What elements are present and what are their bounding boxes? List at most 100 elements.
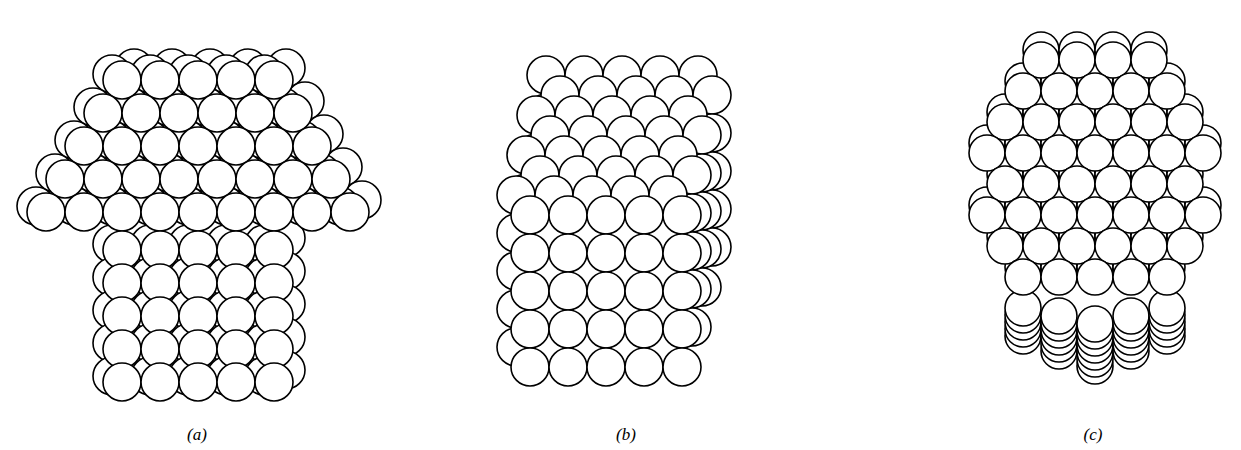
sphere: [1059, 104, 1095, 140]
sphere: [1005, 197, 1041, 233]
sphere: [160, 94, 198, 132]
sphere: [1023, 42, 1059, 78]
sphere: [236, 94, 274, 132]
sphere: [65, 193, 103, 231]
sphere: [103, 193, 141, 231]
sphere: [1077, 73, 1113, 109]
sphere: [1095, 104, 1131, 140]
sphere: [293, 193, 331, 231]
sphere: [1095, 42, 1131, 78]
sphere: [549, 234, 587, 272]
sphere: [969, 197, 1005, 233]
panel-label: (c): [1084, 425, 1103, 445]
sphere: [179, 127, 217, 165]
sphere: [587, 310, 625, 348]
sphere: [625, 348, 663, 386]
sphere: [160, 160, 198, 198]
sphere: [1023, 104, 1059, 140]
sphere: [1131, 228, 1167, 264]
sphere: [122, 94, 160, 132]
sphere: [1113, 298, 1149, 334]
sphere: [217, 193, 255, 231]
sphere: [217, 61, 255, 99]
sphere: [141, 61, 179, 99]
sphere: [1041, 197, 1077, 233]
sphere: [1131, 104, 1167, 140]
sphere: [587, 348, 625, 386]
sphere: [65, 127, 103, 165]
sphere: [217, 363, 255, 401]
sphere: [198, 94, 236, 132]
sphere: [255, 127, 293, 165]
sphere: [1041, 73, 1077, 109]
sphere: [549, 196, 587, 234]
panel-label: (a): [187, 425, 207, 445]
sphere: [663, 234, 701, 272]
sphere: [1167, 104, 1203, 140]
sphere: [27, 193, 65, 231]
sphere: [1005, 73, 1041, 109]
sphere: [179, 193, 217, 231]
sphere: [663, 272, 701, 310]
sphere: [1113, 197, 1149, 233]
sphere: [1113, 135, 1149, 171]
sphere: [274, 94, 312, 132]
sphere: [1131, 166, 1167, 202]
sphere: [987, 104, 1023, 140]
sphere: [1131, 42, 1167, 78]
sphere: [511, 310, 549, 348]
sphere: [1005, 135, 1041, 171]
sphere: [1059, 166, 1095, 202]
sphere: [1185, 135, 1221, 171]
sphere: [587, 272, 625, 310]
sphere: [663, 196, 701, 234]
sphere: [141, 193, 179, 231]
sphere: [663, 310, 701, 348]
sphere: [274, 160, 312, 198]
panel-label: (b): [616, 425, 636, 445]
sphere: [1167, 228, 1203, 264]
sphere: [511, 196, 549, 234]
sphere: [1113, 259, 1149, 295]
sphere: [549, 310, 587, 348]
sphere: [217, 127, 255, 165]
sphere: [1095, 228, 1131, 264]
sphere: [987, 228, 1023, 264]
sphere: [1059, 42, 1095, 78]
sphere: [141, 127, 179, 165]
sphere: [1041, 135, 1077, 171]
sphere: [46, 160, 84, 198]
sphere: [1041, 259, 1077, 295]
sphere: [103, 127, 141, 165]
sphere: [1077, 259, 1113, 295]
sphere: [1095, 166, 1131, 202]
sphere: [549, 348, 587, 386]
sphere: [255, 61, 293, 99]
sphere: [179, 363, 217, 401]
sphere: [549, 272, 587, 310]
sphere: [236, 160, 274, 198]
sphere: [1005, 259, 1041, 295]
sphere: [1149, 197, 1185, 233]
sphere: [987, 166, 1023, 202]
sphere: [625, 234, 663, 272]
sphere: [969, 135, 1005, 171]
sphere: [1149, 135, 1185, 171]
sphere: [179, 61, 217, 99]
sphere: [255, 193, 293, 231]
sphere: [587, 234, 625, 272]
sphere: [625, 196, 663, 234]
sphere: [663, 348, 701, 386]
sphere: [331, 193, 369, 231]
sphere: [84, 160, 122, 198]
sphere: [1041, 298, 1077, 334]
sphere: [1077, 135, 1113, 171]
sphere: [1113, 73, 1149, 109]
sphere: [198, 160, 236, 198]
sphere: [625, 272, 663, 310]
sphere: [312, 160, 350, 198]
sphere: [1149, 259, 1185, 295]
sphere: [84, 94, 122, 132]
sphere: [511, 234, 549, 272]
